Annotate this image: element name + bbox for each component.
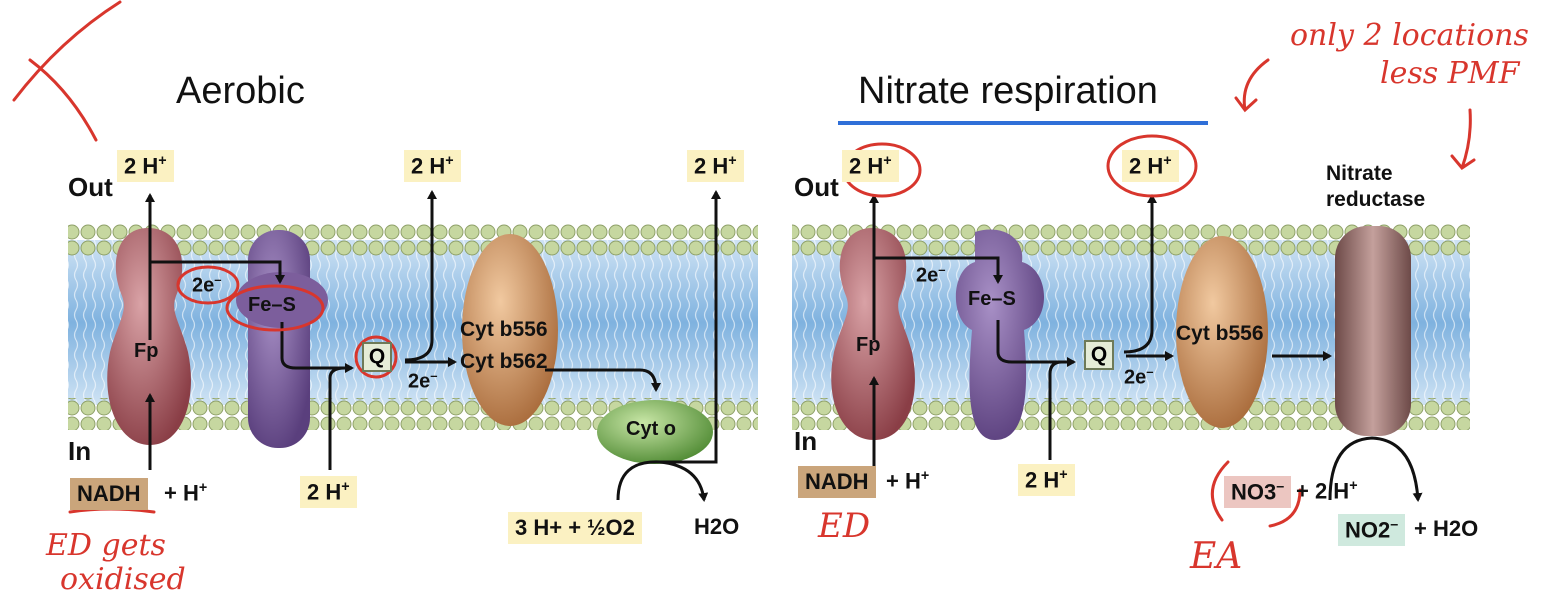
- nadh-aerobic: NADH: [70, 478, 148, 510]
- water-output-nitrate: + H2O: [1414, 516, 1479, 541]
- cyt-b562-aerobic: Cyt b562: [460, 350, 548, 373]
- annotation-ea: EA: [1190, 536, 1243, 577]
- q-label-nitrate: Q: [1084, 340, 1114, 370]
- electrons-q-nitrate: 2e–: [1124, 364, 1154, 389]
- cyt-o-protein: [597, 400, 713, 464]
- circle-2h-right: [1106, 134, 1198, 198]
- oxygen-input: 3 H+ + ½O2: [508, 512, 642, 544]
- arrow-to-title: [1234, 58, 1270, 113]
- annotation-oxidised: oxidised: [60, 562, 186, 597]
- plus-h-aerobic: + H+: [164, 480, 208, 506]
- cross-mark: [12, 0, 122, 142]
- nitrate-input: NO3–: [1224, 476, 1292, 509]
- fes-protein-nitrate: [955, 229, 1045, 440]
- circle-fes: [225, 284, 325, 332]
- annotation-less-pmf: less PMF: [1380, 56, 1520, 91]
- annotation-ed-gets: ED gets: [46, 528, 166, 563]
- cyt-b556-aerobic: Cyt b556: [460, 318, 548, 341]
- cyt-b556-nitrate: Cyt b556: [1176, 322, 1264, 345]
- proton-out-cyto-aerobic: 2 H+: [687, 150, 744, 183]
- nitrate-reductase-protein: [1335, 226, 1411, 436]
- nitrate-arrows: [869, 194, 1423, 502]
- proton-out-q-aerobic: 2 H+: [404, 150, 461, 183]
- enzyme-label-line1: Nitrate: [1326, 162, 1393, 185]
- fes-label-aerobic: Fe–S: [248, 294, 296, 316]
- circle-q: [354, 335, 398, 379]
- fp-label-aerobic: Fp: [134, 340, 159, 362]
- nitrate-plus: + 2 H+: [1296, 478, 1358, 504]
- arrow-to-reductase: [1450, 108, 1476, 170]
- nadh-nitrate: NADH: [798, 466, 876, 498]
- cyt-b-protein-aerobic: [462, 234, 558, 426]
- proton-out-fp-aerobic: 2 H+: [117, 150, 174, 183]
- proton-in-q-aerobic: 2 H+: [300, 476, 357, 509]
- nitrite-output: NO2–: [1338, 514, 1406, 547]
- water-output-aerobic: H2O: [694, 514, 740, 539]
- fp-label-nitrate: Fp: [856, 334, 881, 356]
- electrons-q-aerobic: 2e–: [408, 368, 438, 393]
- in-label-nitrate: In: [794, 426, 818, 456]
- out-label-nitrate: Out: [794, 172, 839, 202]
- aerobic-arrows: [145, 190, 721, 502]
- plus-h-nitrate: + H+: [886, 468, 930, 494]
- q-label-aerobic: Q: [362, 342, 392, 372]
- in-label-aerobic: In: [68, 436, 92, 466]
- panel-title-nitrate: Nitrate respiration: [858, 70, 1158, 112]
- annotation-only-2: only 2 locations: [1290, 18, 1529, 53]
- panel-title-aerobic: Aerobic: [176, 70, 305, 112]
- out-label-aerobic: Out: [68, 172, 113, 202]
- proton-out-fp-nitrate: 2 H+: [842, 150, 899, 183]
- circle-2e: [176, 265, 240, 305]
- proton-in-q-nitrate: 2 H+: [1018, 464, 1075, 497]
- enzyme-label-line2: reductase: [1326, 188, 1426, 211]
- cyt-b-protein-nitrate: [1176, 236, 1268, 428]
- annotation-ed-right: ED: [818, 506, 871, 546]
- electrons-fp-fes-aerobic: 2e–: [192, 272, 222, 297]
- proton-out-q-nitrate: 2 H+: [1122, 150, 1179, 183]
- cyt-o-label: Cyt o: [626, 418, 676, 440]
- electrons-fp-fes-nitrate: 2e–: [916, 262, 946, 287]
- ea-bracket: [1210, 460, 1302, 528]
- fes-label-nitrate: Fe–S: [968, 288, 1016, 310]
